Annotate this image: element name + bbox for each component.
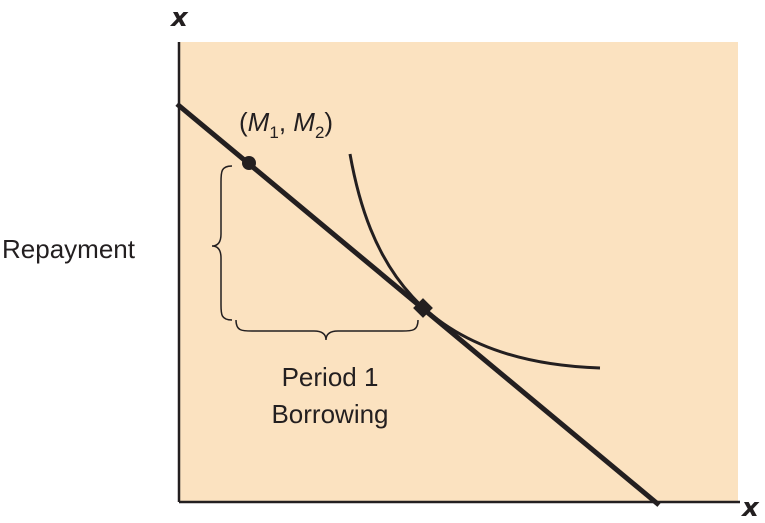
borrowing-label-line1: Period 1: [282, 362, 379, 392]
x-axis-label: x: [740, 493, 760, 523]
repayment-brace: [211, 165, 233, 321]
plot-area: [179, 42, 738, 501]
borrowing-label-line2: Borrowing: [271, 399, 388, 429]
endowment-point-label: (M1, M2): [239, 107, 333, 142]
tangency-point: [413, 298, 433, 318]
y-axis-label: x: [169, 3, 189, 33]
repayment-label: Repayment: [2, 234, 136, 264]
endowment-point: [242, 156, 256, 170]
indifference-curve: [348, 153, 601, 370]
borrowing-brace: [235, 319, 419, 341]
